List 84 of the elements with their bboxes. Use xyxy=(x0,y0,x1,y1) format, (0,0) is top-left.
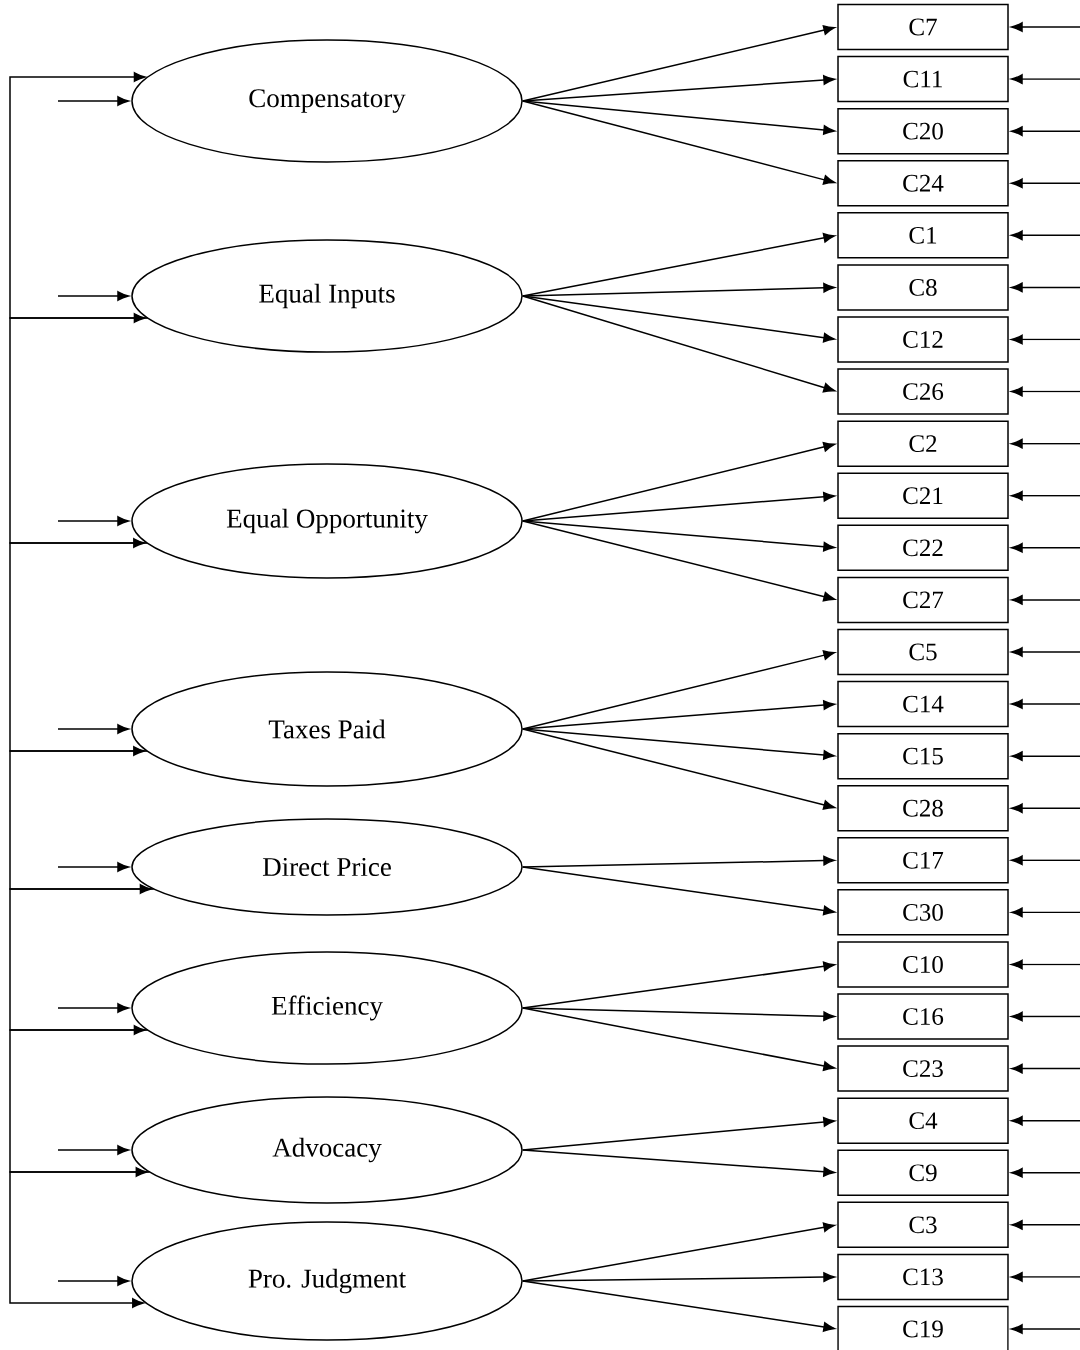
error-arrow xyxy=(1010,282,1080,293)
error-arrow xyxy=(1010,699,1080,709)
covariance-arrow xyxy=(9,317,149,548)
error-arrow xyxy=(1010,803,1080,814)
error-arrow xyxy=(1010,1272,1080,1282)
error-arrow xyxy=(57,1145,130,1155)
indicator-box: C27 xyxy=(837,576,1009,624)
indicator-box: C12 xyxy=(837,316,1009,363)
indicator-box: C10 xyxy=(837,941,1009,988)
loading-arrow xyxy=(522,75,836,102)
error-arrow xyxy=(1010,1167,1080,1178)
indicator-box: C22 xyxy=(837,524,1009,572)
indicator-box: C20 xyxy=(837,107,1009,155)
covariance-arrow xyxy=(9,1029,149,1177)
loading-arrow xyxy=(522,1007,836,1071)
indicator-box: C11 xyxy=(837,55,1009,103)
error-arrow xyxy=(57,96,130,106)
indicator-box: C16 xyxy=(837,993,1009,1040)
error-arrow xyxy=(1010,1115,1080,1126)
loading-arrow xyxy=(522,855,836,868)
error-arrow xyxy=(1010,855,1080,866)
covariance-arrow xyxy=(9,1171,151,1308)
covariance-arrow xyxy=(9,542,148,756)
error-arrow xyxy=(57,724,130,734)
indicator-box: C2 xyxy=(837,420,1009,467)
error-arrow xyxy=(1010,959,1080,970)
error-arrow xyxy=(57,291,130,301)
loading-arrow xyxy=(522,520,836,552)
error-arrow xyxy=(1010,178,1080,189)
loading-arrow xyxy=(522,728,836,760)
indicator-box: C5 xyxy=(837,628,1009,676)
indicator-box: C17 xyxy=(837,837,1009,884)
error-arrow xyxy=(1010,438,1080,449)
covariance-arrow xyxy=(9,750,152,894)
indicator-box: C21 xyxy=(837,472,1009,519)
loading-arrow xyxy=(522,295,836,393)
loading-arrow xyxy=(522,100,836,185)
error-arrow xyxy=(1010,1219,1080,1230)
error-arrow xyxy=(1010,1011,1080,1022)
indicator-box: C14 xyxy=(837,680,1009,728)
loading-arrow xyxy=(522,728,836,810)
error-arrow xyxy=(1010,126,1080,137)
indicator-box: C7 xyxy=(837,3,1009,51)
error-arrow xyxy=(1010,74,1080,84)
loading-arrow xyxy=(522,1149,836,1177)
indicator-box: C19 xyxy=(837,1305,1009,1350)
indicator-box: C4 xyxy=(837,1097,1009,1144)
error-arrow xyxy=(1010,907,1080,918)
error-arrow xyxy=(1010,1063,1080,1074)
loading-arrow xyxy=(522,100,836,135)
error-arrow xyxy=(1010,386,1080,397)
error-arrow xyxy=(1010,230,1080,241)
indicator-box: C30 xyxy=(837,889,1009,936)
error-arrow xyxy=(1010,22,1080,32)
indicator-box: C9 xyxy=(837,1149,1009,1196)
indicator-box: C28 xyxy=(837,784,1009,832)
loading-arrow xyxy=(522,295,836,343)
error-arrow xyxy=(1010,1324,1080,1334)
indicator-box: C8 xyxy=(837,264,1009,311)
loading-arrow xyxy=(522,866,836,916)
indicator-box: C13 xyxy=(837,1253,1009,1301)
error-arrow xyxy=(1010,334,1080,345)
indicator-box: C26 xyxy=(837,368,1009,415)
error-arrow xyxy=(57,1003,130,1013)
indicator-box: C15 xyxy=(837,732,1009,780)
indicator-box: C23 xyxy=(837,1045,1009,1092)
error-arrow xyxy=(1010,542,1080,553)
error-arrow xyxy=(1010,647,1080,657)
covariance-arrow xyxy=(9,888,155,1035)
error-arrow xyxy=(1010,751,1080,762)
error-arrow xyxy=(57,1276,130,1286)
indicator-box: C3 xyxy=(837,1201,1009,1249)
loading-arrow xyxy=(522,1272,836,1282)
loading-arrow xyxy=(522,1007,836,1022)
error-arrow xyxy=(1010,595,1080,605)
error-arrow xyxy=(57,862,130,872)
error-arrow xyxy=(1010,490,1080,501)
loading-arrow xyxy=(522,1280,836,1332)
indicator-box: C24 xyxy=(837,160,1009,207)
loading-arrow xyxy=(522,282,836,297)
covariance-arrow xyxy=(9,72,146,323)
indicator-box: C1 xyxy=(837,212,1009,259)
error-arrow xyxy=(57,516,130,526)
loading-arrow xyxy=(522,520,836,602)
